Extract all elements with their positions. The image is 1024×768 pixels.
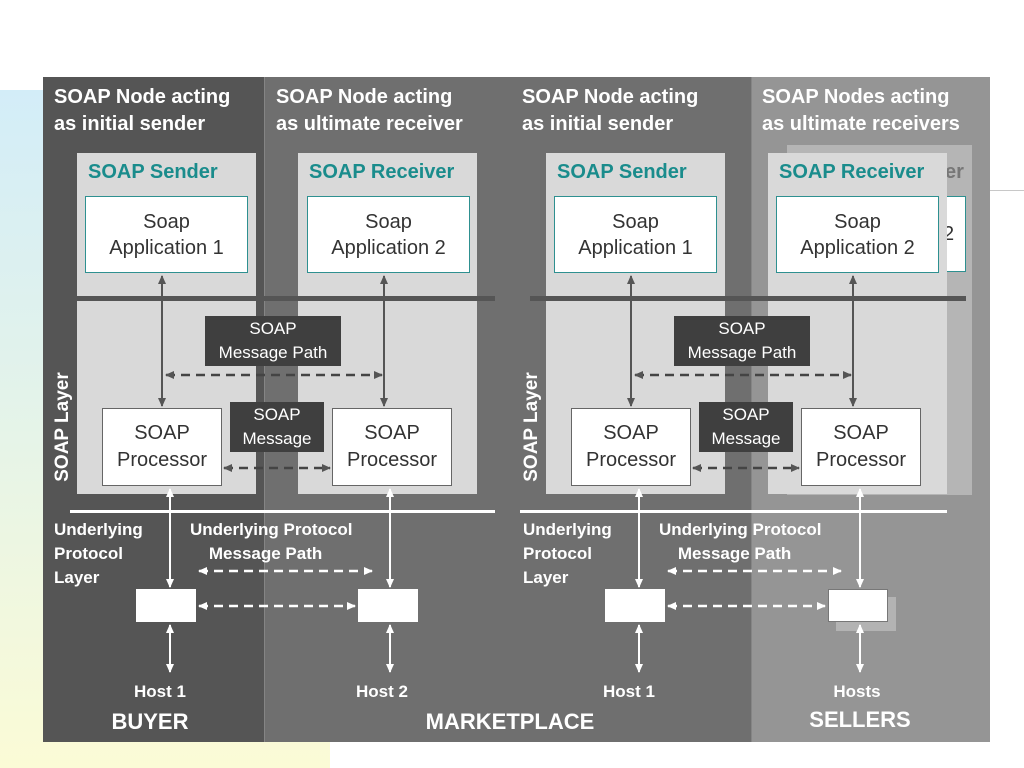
host-label: Host 1 [603, 682, 655, 701]
role-label-buyer: BUYER [111, 709, 189, 734]
underlying-protocol-layer-label: Underlying Protocol Layer [523, 520, 612, 587]
soap-processor-box: SOAP Processor [102, 408, 222, 486]
application-label: Soap Application 1 [578, 210, 693, 259]
receiver-shadow-title: er [945, 161, 964, 183]
application-label: Soap Application 1 [109, 210, 224, 259]
application-label: Soap Application 2 [331, 210, 446, 259]
underlying-protocol-line [520, 510, 947, 513]
underlying-protocol-path-label: Underlying Protocol Message Path [659, 520, 822, 563]
soap-application-box: Soap Application 1 [554, 196, 717, 273]
soap-path-arrows [165, 371, 852, 472]
soap-application-box: Soap Application 2 [776, 196, 939, 273]
node-title-market-receiver: SOAP Node acting as ultimate receiver [276, 86, 463, 135]
soap-message-text: SOAP Message [711, 405, 781, 448]
host-down-arrows [166, 624, 864, 673]
soap-message-label: SOAP Message [699, 402, 793, 452]
underlying-protocol-layer-label: Underlying Protocol Layer [54, 520, 143, 587]
soap-layer-rail [530, 296, 966, 301]
soap-layer-rail [75, 296, 495, 301]
soap-message-text: SOAP Message [242, 405, 312, 448]
soap-message-path-label: SOAP Message Path [205, 316, 341, 366]
node-title-sellers-receivers: SOAP Nodes acting as ultimate receivers [762, 86, 960, 135]
node-title-market-sender: SOAP Node acting as initial sender [522, 86, 699, 135]
processor-label: SOAP Processor [585, 422, 677, 471]
sender-title: SOAP Sender [88, 161, 218, 183]
role-label-marketplace: MARKETPLACE [425, 709, 595, 734]
host-box [358, 589, 418, 622]
receiver-title: SOAP Receiver [309, 161, 455, 183]
host-label: Host 2 [356, 682, 408, 701]
soap-application-box: Soap Application 1 [85, 196, 248, 273]
app-processor-arrows [158, 275, 857, 407]
host-label: Host 1 [134, 682, 186, 701]
underlying-protocol-line [70, 510, 495, 513]
soap-message-path-text: SOAP Message Path [218, 319, 328, 362]
host-box [828, 589, 888, 622]
processor-label: SOAP Processor [116, 422, 208, 471]
soap-processor-box: SOAP Processor [332, 408, 452, 486]
processor-label: SOAP Processor [815, 422, 907, 471]
underlying-path-arrows [198, 567, 842, 610]
sender-title: SOAP Sender [557, 161, 687, 183]
processor-host-arrows [166, 488, 864, 588]
underlying-protocol-path-label: Underlying Protocol Message Path [190, 520, 353, 563]
host-box [136, 589, 196, 622]
app-shadow-label: 2 [943, 222, 955, 245]
soap-message-label: SOAP Message [230, 402, 324, 452]
host-box [605, 589, 665, 622]
host-label: Hosts [833, 682, 881, 701]
soap-processor-box: SOAP Processor [801, 408, 921, 486]
soap-processor-box: SOAP Processor [571, 408, 691, 486]
processor-label: SOAP Processor [346, 422, 438, 471]
node-title-buyer-sender: SOAP Node acting as initial sender [54, 86, 231, 135]
soap-message-path-label: SOAP Message Path [674, 316, 810, 366]
application-label: Soap Application 2 [800, 210, 915, 259]
receiver-title: SOAP Receiver [779, 161, 925, 183]
soap-message-path-text: SOAP Message Path [687, 319, 797, 362]
decorative-line [990, 190, 1024, 191]
soap-application-box: Soap Application 2 [307, 196, 470, 273]
role-label-sellers: SELLERS [809, 707, 911, 732]
